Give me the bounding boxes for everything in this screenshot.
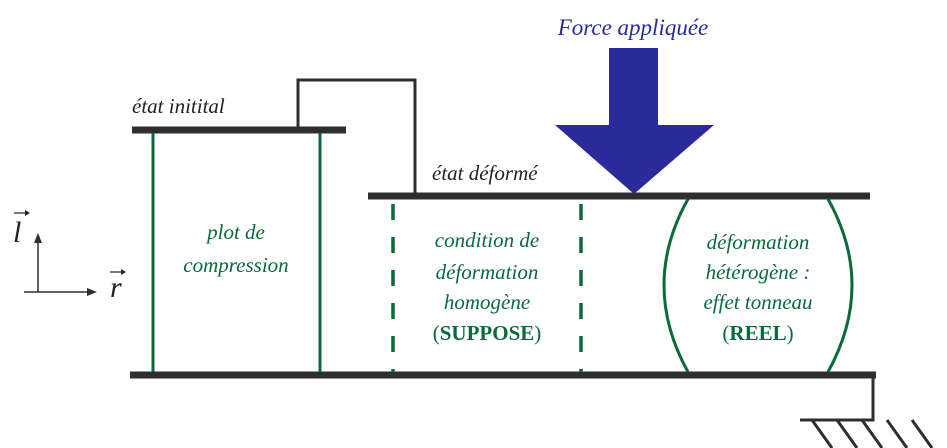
barrel-tag-text: REEL xyxy=(729,321,786,345)
homogeneous-label: condition de déformation homogène xyxy=(435,228,539,314)
initial-state-label: état initital xyxy=(132,94,225,118)
axis-l-vector-arrowhead xyxy=(25,210,30,216)
homogeneous-tag-text: SUPPOSE xyxy=(440,321,535,345)
barrel-label-line1: déformation xyxy=(707,230,810,254)
axis-r-label: r xyxy=(110,271,122,304)
plot-label: plot de compression xyxy=(183,220,288,277)
axis-r-vector-arrowhead xyxy=(121,269,126,275)
initial-specimen xyxy=(151,133,322,372)
ground-support xyxy=(800,375,934,448)
barrel-label-line3: effet tonneau xyxy=(703,290,812,314)
homogeneous-tag: (SUPPOSE) xyxy=(433,321,542,345)
homogeneous-label-line2: déformation xyxy=(436,260,539,284)
axes-icon xyxy=(24,233,97,296)
plot-label-line2: compression xyxy=(183,253,288,277)
force-label: Force appliquée xyxy=(557,15,709,40)
barrel-tag-open: ( xyxy=(722,321,729,345)
homogeneous-label-line3: homogène xyxy=(444,290,530,314)
homogeneous-label-line1: condition de xyxy=(435,228,539,252)
homogeneous-tag-open: ( xyxy=(433,321,440,345)
barrel-tag-close: ) xyxy=(787,321,794,345)
barrel-tag: (REEL) xyxy=(722,321,793,345)
axis-l-label: l xyxy=(13,216,21,249)
barrel-label: déformation hétérogène : effet tonneau xyxy=(703,230,812,314)
barrel-specimen xyxy=(662,198,854,373)
plate-connector xyxy=(296,78,417,196)
force-arrow xyxy=(555,48,714,194)
homogeneous-specimen xyxy=(391,204,583,372)
barrel-label-line2: hétérogène : xyxy=(706,260,811,284)
plot-label-line1: plot de xyxy=(205,220,265,244)
deformed-state-label: état déformé xyxy=(432,161,539,185)
homogeneous-tag-close: ) xyxy=(534,321,541,345)
